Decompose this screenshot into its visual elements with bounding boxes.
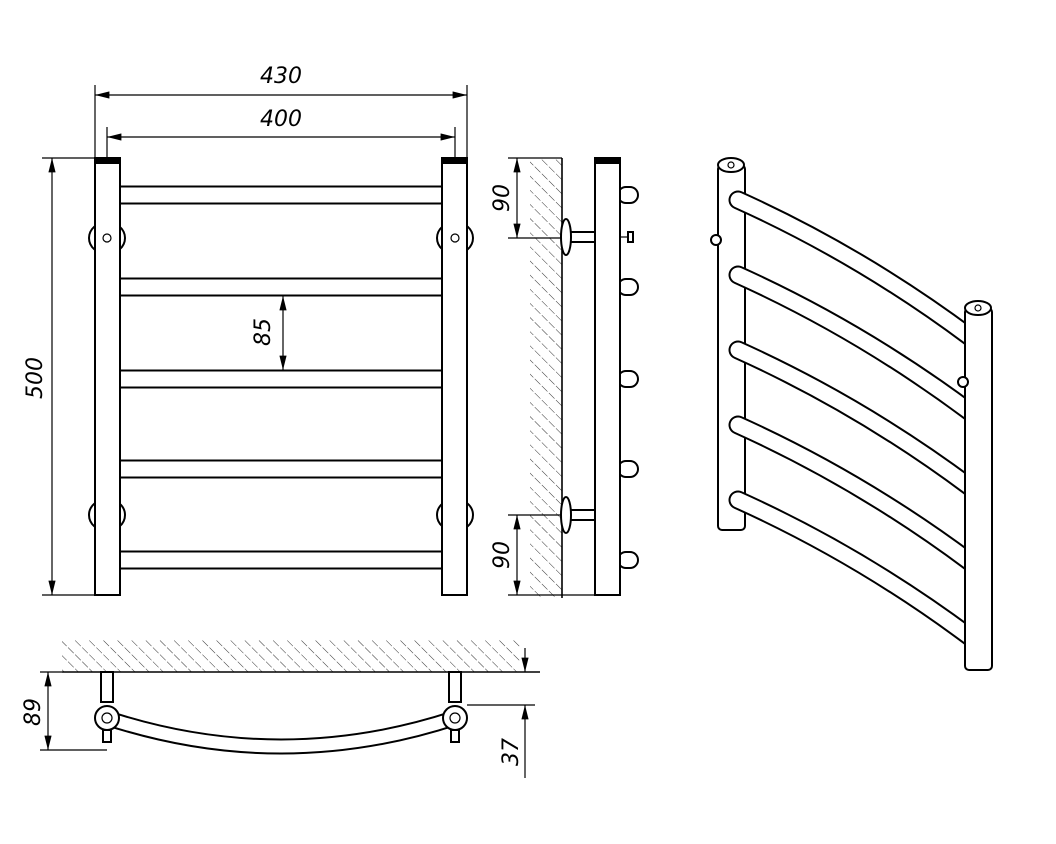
dimension-rail-spacing: 85 — [251, 318, 276, 346]
wall-bracket-bottom — [560, 496, 596, 534]
mount-screw — [957, 376, 969, 388]
dimension-bracket-depth: 37 — [499, 738, 524, 766]
rails-3d — [728, 190, 980, 647]
dimension-height: 500 — [23, 357, 48, 399]
front-view: 430 400 500 85 — [23, 64, 474, 596]
dimension-bottom-bracket: 90 — [490, 541, 515, 569]
mount-screw — [710, 234, 722, 246]
right-post — [441, 157, 468, 596]
dimension-center-distance: 400 — [260, 107, 302, 132]
top-view: 89 37 — [21, 640, 540, 778]
left-post — [94, 157, 121, 596]
rail-stubs — [617, 186, 639, 569]
perspective-view — [710, 157, 993, 671]
dimension-depth: 89 — [21, 698, 46, 726]
side-post — [594, 157, 621, 596]
right-post-3d — [964, 307, 993, 671]
top-bracket-right — [448, 671, 462, 703]
side-view: 90 90 — [490, 157, 639, 598]
post-left-top — [94, 705, 120, 731]
wall-bracket-top — [560, 218, 634, 256]
dimension-top-bracket: 90 — [490, 184, 515, 212]
dimension-overall-width: 430 — [260, 64, 302, 89]
rails — [108, 185, 454, 570]
post-right-top — [442, 705, 468, 731]
top-bracket-left — [100, 671, 114, 703]
